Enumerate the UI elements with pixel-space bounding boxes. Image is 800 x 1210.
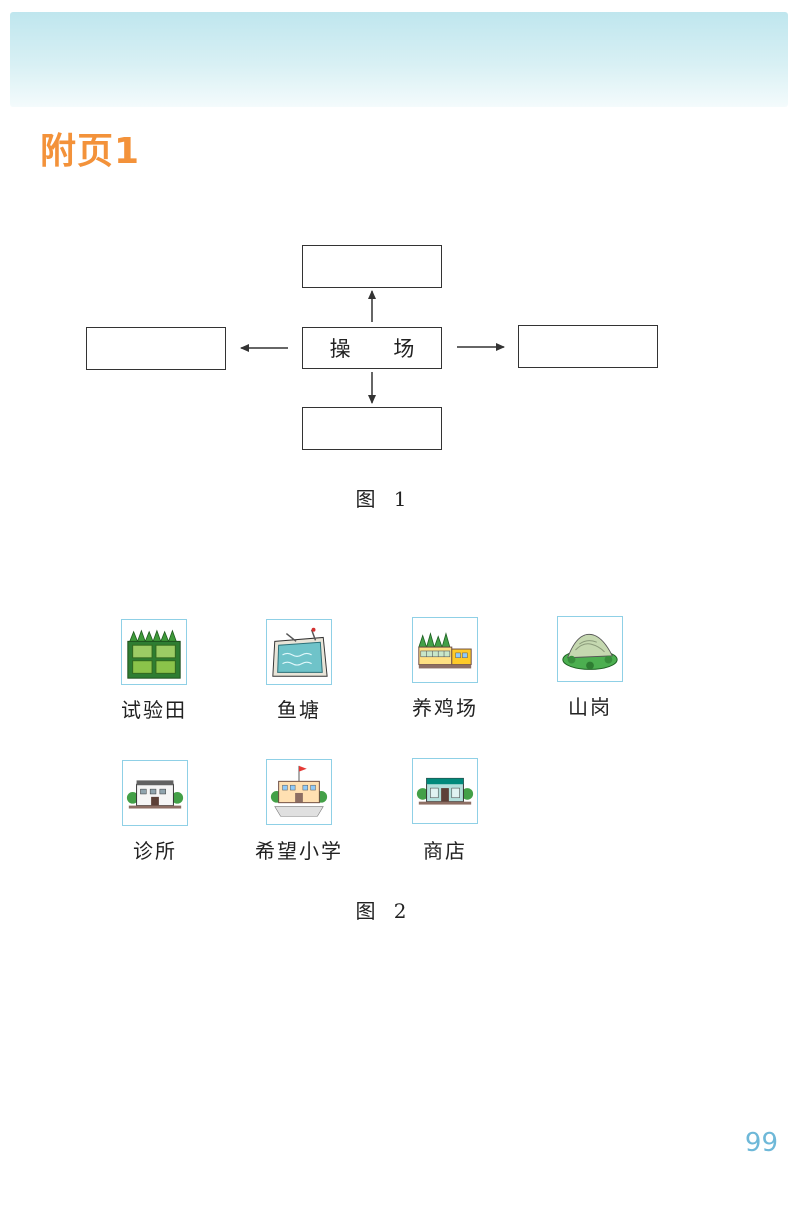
east-answer-box[interactable] — [518, 325, 658, 368]
shop-card[interactable] — [412, 758, 478, 824]
south-answer-box[interactable] — [302, 407, 442, 450]
fish-pond-icon — [272, 627, 328, 677]
hill-icon — [562, 633, 618, 670]
header-band — [10, 12, 788, 107]
clinic-card[interactable] — [122, 760, 188, 826]
direction-arrows — [240, 290, 505, 404]
chicken-farm-card[interactable] — [412, 617, 478, 683]
hope-school-card[interactable] — [266, 759, 332, 825]
place-label: 希望小学 — [255, 839, 343, 863]
test-field-card[interactable] — [121, 619, 187, 685]
north-answer-box[interactable] — [302, 245, 442, 288]
chicken-farm-icon — [418, 632, 472, 669]
place-label: 试验田 — [121, 698, 187, 722]
center-box: 操 场 — [302, 327, 442, 369]
hope-school-icon — [270, 765, 328, 817]
figure-2-caption: 图 2 — [355, 899, 413, 923]
shop-icon — [416, 777, 474, 805]
place-label: 山岗 — [568, 695, 612, 719]
place-label: 养鸡场 — [412, 696, 478, 720]
page-number: 99 — [744, 1128, 778, 1158]
center-label: 操 场 — [329, 337, 433, 361]
page-title: 附页1 — [40, 131, 141, 172]
test-field-icon — [127, 629, 181, 679]
hill-card[interactable] — [557, 616, 623, 682]
place-label: 鱼塘 — [277, 698, 321, 722]
place-label: 商店 — [423, 839, 467, 863]
figure-1-caption: 图 1 — [355, 487, 413, 511]
place-label: 诊所 — [133, 839, 177, 863]
fish-pond-card[interactable] — [266, 619, 332, 685]
clinic-icon — [126, 780, 184, 809]
west-answer-box[interactable] — [86, 327, 226, 370]
